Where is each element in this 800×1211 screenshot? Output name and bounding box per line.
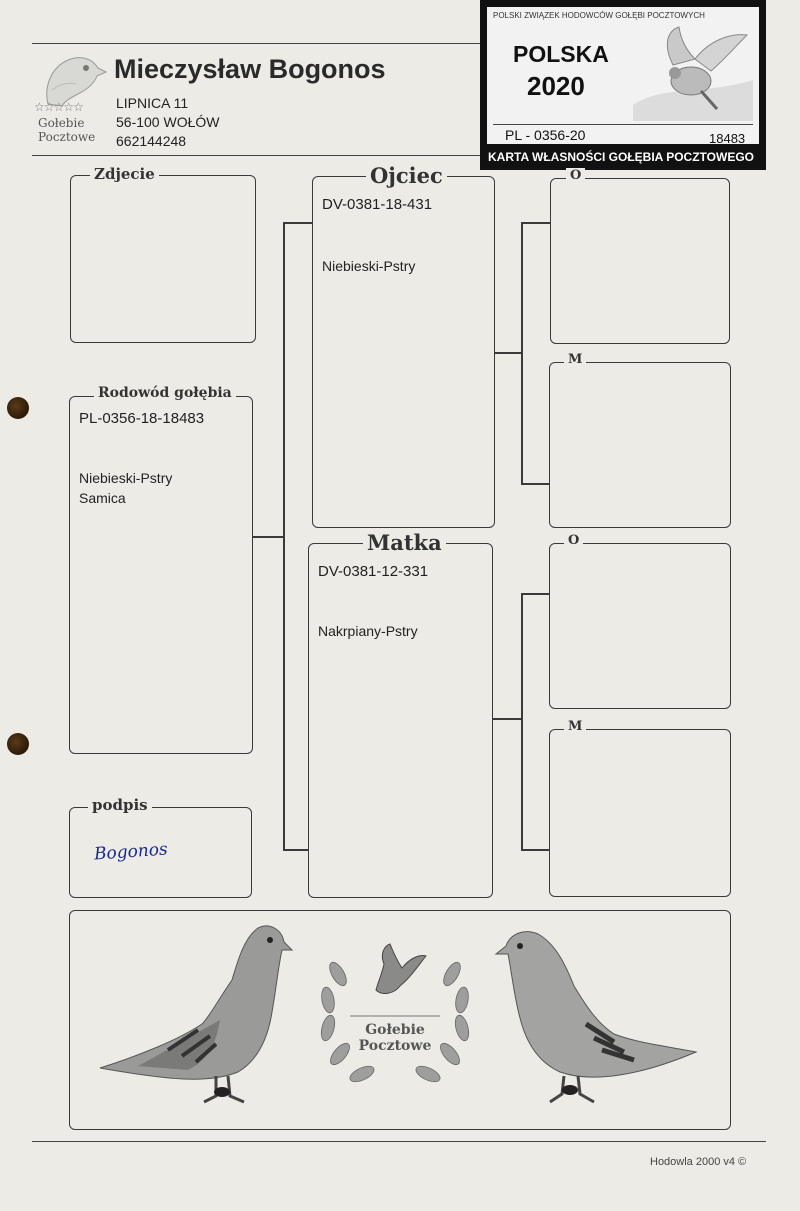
address-line2: 56-100 WOŁÓW (116, 114, 220, 130)
mother-ring-number: DV-0381-12-331 (318, 563, 429, 580)
connector-father-gp-v (521, 222, 523, 484)
footer-rule (32, 1141, 766, 1142)
left-pigeon-illustration (99, 925, 294, 1104)
ownership-card-stamp: POLSKI ZWIĄZEK HODOWCÓW GOŁĘBI POCZTOWYC… (480, 0, 766, 170)
connector-mother-out-h (493, 718, 521, 720)
photo-box (70, 175, 256, 343)
connector-parents-v (283, 222, 285, 850)
connector-gp4-h (521, 849, 549, 851)
address-line1: LIPNICA 11 (116, 95, 189, 111)
maternal-grandmother-box (549, 729, 731, 897)
owner-name: Mieczysław Bogonos (114, 54, 386, 84)
phone-number: 662144248 (116, 133, 187, 149)
father-color: Niebieski-Pstry (322, 258, 416, 274)
punch-hole-bottom (7, 733, 29, 755)
mother-box-legend: Matka (363, 530, 446, 555)
footer-credit: Hodowla 2000 v4 © (650, 1156, 747, 1168)
maternal-grandfather-box (549, 543, 731, 709)
pedigree-box-legend: Rodowód gołębia (94, 385, 236, 401)
paternal-grandfather-box (550, 178, 730, 344)
connector-mother-gp-v (521, 593, 523, 850)
stamp-serial-number: 18483 (709, 131, 746, 146)
photo-box-legend: Zdjecie (90, 165, 159, 183)
laurel-emblem-icon (320, 943, 470, 1083)
signature-box-legend: podpis (88, 796, 152, 814)
logo-stars: ☆☆☆☆☆ (34, 100, 84, 114)
mother-color: Nakrpiany-Pstry (318, 623, 418, 639)
pedigree-ring-number: PL-0356-18-18483 (79, 410, 205, 427)
pedigree-box (69, 396, 253, 754)
emblem-text-line1: Gołebie (365, 1022, 425, 1038)
connector-gp3-h (521, 593, 549, 595)
pedigree-sex: Samica (79, 490, 126, 506)
right-pigeon-illustration (494, 931, 698, 1104)
stamp-year: 2020 (527, 71, 585, 101)
stamp-divider (493, 124, 753, 125)
signature-box (69, 807, 252, 898)
connector-mother-h (283, 849, 309, 851)
connector-father-out-h (495, 352, 521, 354)
punch-hole-top (7, 397, 29, 419)
father-ring-number: DV-0381-18-431 (322, 196, 433, 213)
mother-box (308, 543, 493, 898)
logo-text-line1: Gołebie (38, 116, 85, 130)
header-top-rule (32, 43, 480, 44)
paternal-grandfather-legend: O (566, 168, 586, 183)
pedigree-color: Niebieski-Pstry (79, 470, 173, 486)
paternal-grandmother-box (549, 362, 731, 528)
stamp-ring-number: PL - 0356-20 (505, 127, 586, 143)
stamp-panel: POLSKI ZWIĄZEK HODOWCÓW GOŁĘBI POCZTOWYC… (487, 7, 759, 146)
connector-gp2-h (521, 483, 549, 485)
illustration-panel (69, 910, 731, 1130)
father-box-legend: Ojciec (366, 163, 447, 188)
stamp-org: POLSKI ZWIĄZEK HODOWCÓW GOŁĘBI POCZTOWYC… (493, 11, 705, 20)
flying-pigeon-icon (633, 26, 753, 121)
paternal-grandmother-legend: M (564, 352, 587, 367)
maternal-grandmother-legend: M (564, 719, 587, 734)
father-box (312, 176, 495, 528)
stamp-country: POLSKA (513, 41, 609, 67)
header-bottom-rule (32, 155, 482, 156)
emblem-text-line2: Pocztowe (358, 1038, 432, 1054)
connector-father-h (283, 222, 313, 224)
logo-text-line2: Pocztowe (38, 130, 96, 144)
breeder-logo: ☆☆☆☆☆ Gołebie Pocztowe (34, 50, 108, 146)
stamp-card-title: KARTA WŁASNOŚCI GOŁĘBIA POCZTOWEGO (488, 150, 754, 164)
connector-gp1-h (521, 222, 550, 224)
connector-subject-h (253, 536, 283, 538)
pigeon-head-icon (46, 57, 108, 107)
maternal-grandfather-legend: O (564, 533, 584, 548)
